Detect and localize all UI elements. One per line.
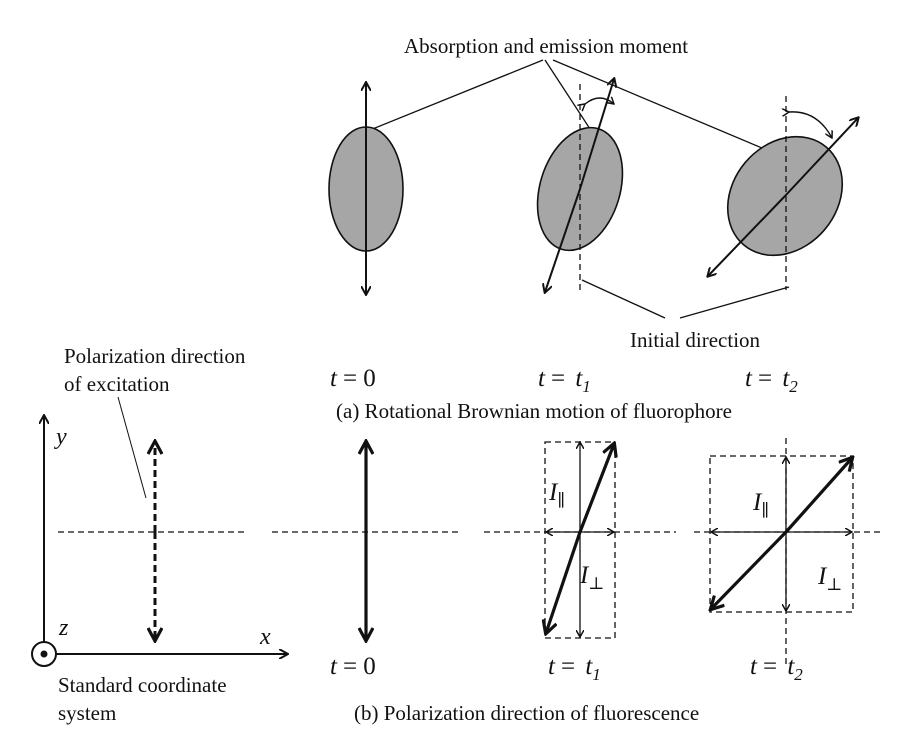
fluorophore-t1	[536, 79, 624, 292]
coord-label-line2: system	[58, 701, 116, 725]
polarization-leader	[117, 396, 147, 499]
x-axis-label: x	[259, 624, 271, 650]
moment-arrow-down	[545, 188, 581, 292]
y-axis-label: y	[54, 424, 67, 450]
rotation-angle-arc	[585, 98, 614, 104]
fluorophore-t0	[328, 83, 404, 294]
initial-leader-1	[581, 279, 666, 319]
z-axis-dot	[40, 650, 48, 658]
part-b: Polarization direction of excitation y x…	[31, 344, 882, 725]
fluorescence-arrow-down	[546, 531, 582, 633]
time-label-t2: t= t2	[750, 653, 803, 684]
time-label-t0: t= 0	[330, 365, 376, 392]
fluorescence-t0	[272, 442, 462, 640]
fluorescence-arrow-down	[711, 530, 788, 609]
label-polarization-line2: of excitation	[64, 372, 170, 396]
fluorescence-arrow-up	[784, 458, 852, 534]
label-initial-direction: Initial direction	[630, 328, 761, 352]
moment-arrow-down	[708, 195, 786, 276]
time-label-t2: t= t2	[745, 365, 798, 396]
time-label-t0: t= 0	[330, 653, 376, 680]
label-i-parallel: I∥	[752, 489, 769, 520]
label-i-perp: I⊥	[817, 563, 842, 594]
leader-line-3	[552, 59, 801, 165]
coordinate-system: y x z	[31, 416, 287, 667]
label-i-perp: I⊥	[579, 562, 604, 593]
caption-a: (a) Rotational Brownian motion of fluoro…	[336, 399, 732, 423]
fluorophore-t2	[704, 96, 866, 290]
time-label-t1: t= t1	[548, 653, 601, 684]
fluorescence-t2: I∥ I⊥	[694, 438, 882, 668]
time-label-t1: t= t1	[538, 365, 591, 396]
caption-b: (b) Polarization direction of fluorescen…	[354, 701, 699, 725]
label-i-parallel: I∥	[548, 479, 565, 510]
rotation-angle-arc	[789, 112, 832, 138]
z-axis-label: z	[58, 615, 69, 641]
fluorescence-t1: I∥ I⊥	[484, 442, 676, 639]
coord-label-line1: Standard coordinate	[58, 673, 227, 697]
leader-line-2	[544, 59, 593, 133]
moment-arrow-up	[784, 118, 858, 197]
part-a: Absorption and emission moment	[328, 34, 866, 423]
fluorescence-arrow-up	[578, 444, 614, 533]
label-polarization-line1: Polarization direction	[64, 344, 246, 368]
label-absorption-emission-moment: Absorption and emission moment	[404, 34, 688, 58]
initial-leader-2	[679, 286, 790, 319]
leader-line-1	[369, 59, 544, 131]
